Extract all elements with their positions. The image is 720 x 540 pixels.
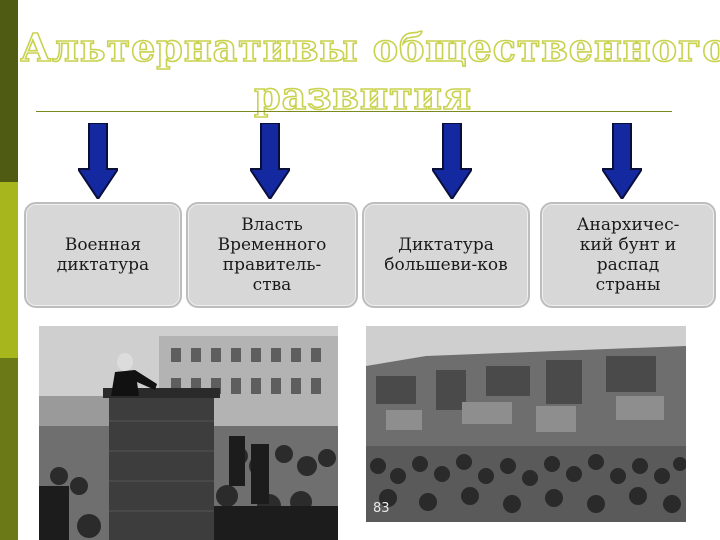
alternative-box-military-dictatorship: Военная диктатура	[24, 202, 182, 308]
slide-title-line-2: развития	[253, 72, 472, 119]
slide-title: Альтернативы общественного развития	[20, 24, 720, 120]
down-arrow-icon	[78, 123, 118, 199]
page-number: 83	[373, 501, 390, 516]
speaker-on-tribune-photo	[39, 326, 338, 540]
sidebar-accent-top	[0, 0, 18, 182]
down-arrow-icon	[250, 123, 290, 199]
alternative-box-anarchic-revolt: Анархичес- кий бунт и распад страны	[540, 202, 716, 308]
down-arrow-icon	[432, 123, 472, 199]
sidebar-accent-bottom	[0, 358, 18, 540]
title-underline	[36, 111, 672, 112]
down-arrow-icon	[602, 123, 642, 199]
alternative-box-bolshevik-dictatorship: Диктатура большеви-ков	[362, 202, 530, 308]
armored-train-crowd-photo: 83	[366, 326, 686, 522]
sidebar-accent-middle	[0, 182, 18, 358]
alternative-box-provisional-government: Власть Временного правитель- ства	[186, 202, 358, 308]
slide-title-line-1: Альтернативы общественного	[20, 24, 720, 71]
